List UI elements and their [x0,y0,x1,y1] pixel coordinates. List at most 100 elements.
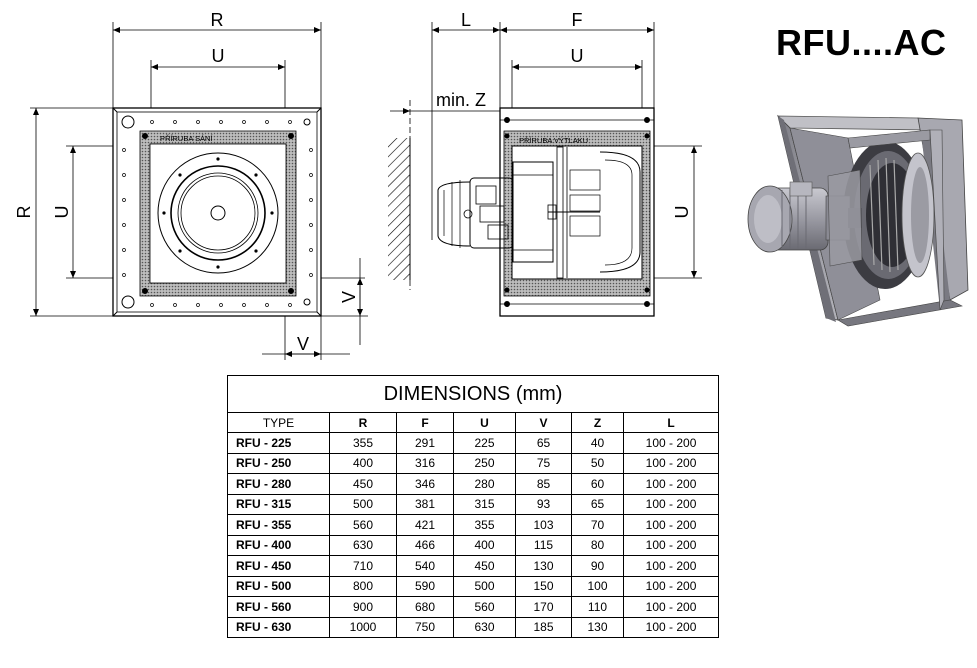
cell-type: RFU - 315 [227,493,330,515]
cell-value: 100 - 200 [622,596,720,618]
cell-value: 500 [329,493,397,515]
table-header-row: TYPE R F U V Z L [227,412,720,433]
cell-value: 750 [396,616,454,638]
cell-value: 75 [515,452,572,474]
cell-type: RFU - 560 [227,596,330,618]
cell-value: 225 [453,432,516,454]
cell-value: 100 - 200 [622,616,720,638]
front-flange-label: PŘÍRUBA SÁNÍ [160,134,213,143]
cell-value: 100 - 200 [622,493,720,515]
front-dim-V-right: V [339,291,359,303]
cell-type: RFU - 280 [227,473,330,495]
cell-value: 70 [571,514,624,536]
cell-value: 680 [396,596,454,618]
cell-value: 800 [329,575,397,597]
cell-value: 100 - 200 [622,432,720,454]
cell-value: 590 [396,575,454,597]
cell-value: 900 [329,596,397,618]
cell-value: 450 [453,555,516,577]
cell-value: 60 [571,473,624,495]
side-flange-label: PŘÍRUBA VÝTLAKU [519,136,588,145]
cell-value: 100 - 200 [622,452,720,474]
cell-value: 421 [396,514,454,536]
cell-value: 560 [453,596,516,618]
side-dim-U-right: U [672,206,692,219]
cell-value: 630 [453,616,516,638]
cell-value: 630 [329,534,397,556]
cell-value: 316 [396,452,454,474]
header-r: R [329,412,397,433]
cell-value: 346 [396,473,454,495]
cell-value: 130 [515,555,572,577]
header-z: Z [571,412,624,433]
cell-value: 65 [571,493,624,515]
cell-type: RFU - 400 [227,534,330,556]
cell-value: 100 - 200 [622,534,720,556]
front-dim-U-left: U [52,206,72,219]
cell-type: RFU - 250 [227,452,330,474]
cell-value: 400 [453,534,516,556]
cell-value: 100 [571,575,624,597]
cell-value: 315 [453,493,516,515]
front-view [30,22,368,360]
cell-type: RFU - 500 [227,575,330,597]
cell-value: 355 [453,514,516,536]
cell-value: 185 [515,616,572,638]
cell-value: 540 [396,555,454,577]
cell-value: 355 [329,432,397,454]
cell-value: 103 [515,514,572,536]
cell-type: RFU - 450 [227,555,330,577]
side-dim-F: F [572,10,583,30]
cell-value: 280 [453,473,516,495]
side-dim-min-Z: min. Z [436,90,486,110]
cell-value: 466 [396,534,454,556]
cell-value: 500 [453,575,516,597]
cell-type: RFU - 630 [227,616,330,638]
header-type: TYPE [227,412,330,433]
cell-type: RFU - 225 [227,432,330,454]
header-u: U [453,412,516,433]
cell-value: 115 [515,534,572,556]
cell-value: 150 [515,575,572,597]
cell-value: 85 [515,473,572,495]
table-caption: DIMENSIONS (mm) [226,375,720,413]
header-v: V [515,412,572,433]
cell-value: 381 [396,493,454,515]
front-dim-R-top: R [211,10,224,30]
cell-value: 50 [571,452,624,474]
dimensions-table: DIMENSIONS (mm) TYPE R F U V Z L RFU - 2… [226,375,720,638]
cell-value: 40 [571,432,624,454]
cell-value: 1000 [329,616,397,638]
cell-value: 170 [515,596,572,618]
header-l: L [622,412,720,433]
cell-value: 80 [571,534,624,556]
cell-value: 93 [515,493,572,515]
cell-value: 400 [329,452,397,474]
cell-type: RFU - 355 [227,514,330,536]
cell-value: 100 - 200 [622,514,720,536]
header-f: F [396,412,454,433]
cell-value: 100 - 200 [622,473,720,495]
cell-value: 130 [571,616,624,638]
cell-value: 450 [329,473,397,495]
cell-value: 250 [453,452,516,474]
cell-value: 710 [329,555,397,577]
front-dim-U-top: U [212,46,225,66]
cell-value: 560 [329,514,397,536]
cell-value: 100 - 200 [622,575,720,597]
cell-value: 291 [396,432,454,454]
front-dim-V-bottom: V [297,334,309,354]
cell-value: 90 [571,555,624,577]
product-title: RFU....AC [776,22,947,63]
cell-value: 110 [571,596,624,618]
